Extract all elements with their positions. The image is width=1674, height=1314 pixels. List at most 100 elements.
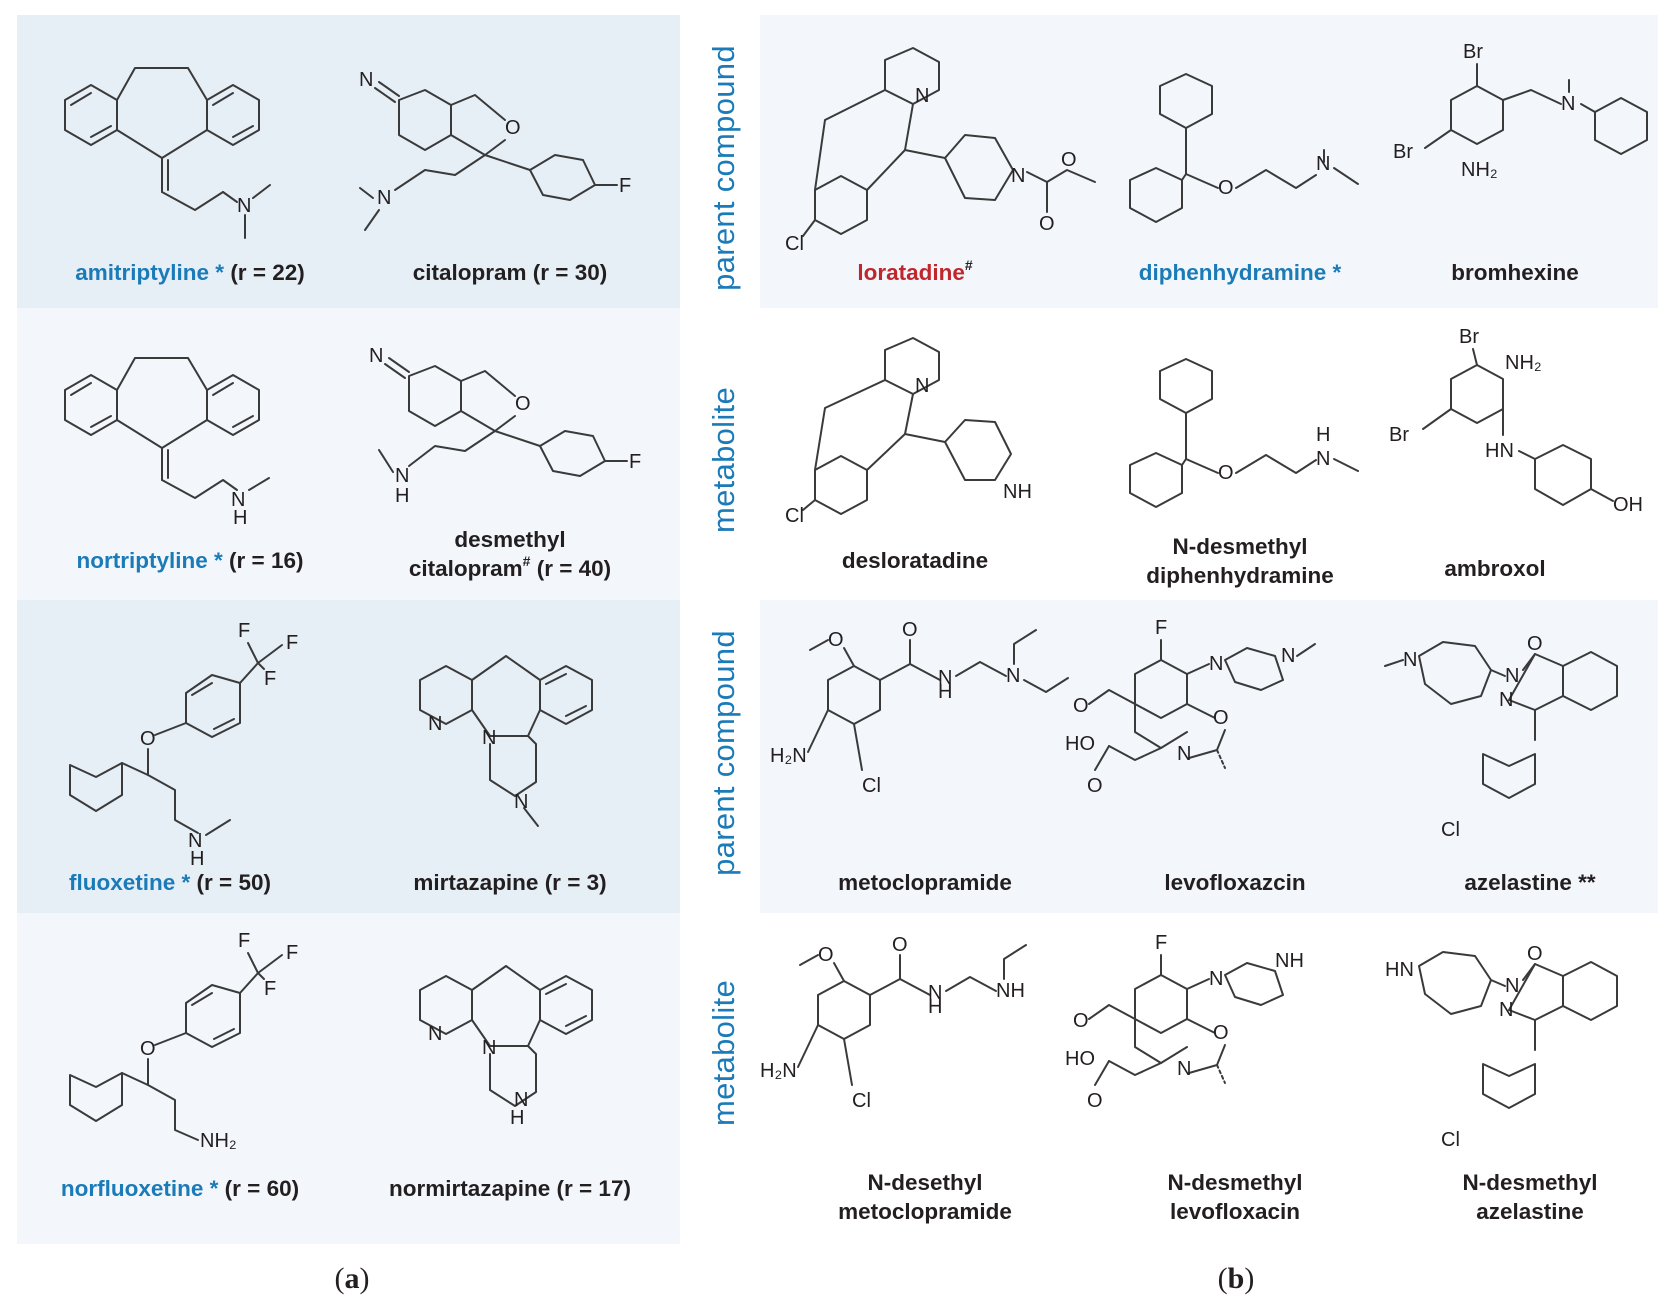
structure-n-desethyl-metoclopramide: O H₂N Cl O H N NH (760, 934, 1070, 1135)
svg-text:O: O (1061, 149, 1077, 171)
caption-desmethyl-citalopram: desmethyl citalopram# (r = 40) (408, 527, 612, 581)
svg-text:HO: HO (1065, 733, 1095, 755)
structure-bromhexine: Br Br NH₂ N (1385, 40, 1655, 240)
svg-text:NH: NH (1003, 481, 1032, 503)
svg-text:F: F (286, 632, 298, 654)
structure-desloratadine: N Cl NH (785, 330, 1065, 530)
svg-text:F: F (1155, 617, 1167, 639)
svg-text:N: N (359, 69, 373, 91)
svg-text:F: F (1155, 932, 1167, 954)
svg-text:N: N (428, 1023, 442, 1045)
svg-text:H: H (190, 848, 204, 870)
caption-metoclopramide: metoclopramide (838, 870, 1012, 895)
svg-text:N: N (395, 465, 409, 487)
structure-n-desmethyl-diphenhydramine: O N H (1120, 355, 1380, 525)
svg-text:H: H (510, 1107, 524, 1129)
svg-text:N: N (1281, 645, 1295, 667)
svg-text:O: O (1218, 462, 1234, 484)
svg-text:NH₂: NH₂ (200, 1130, 237, 1152)
svg-text:O: O (1527, 943, 1543, 965)
svg-text:O: O (1087, 1090, 1103, 1112)
panel-b-row1-band (760, 15, 1658, 308)
structure-azelastine: N N O N Cl (1384, 633, 1655, 860)
svg-text:N: N (1177, 743, 1191, 765)
svg-text:N: N (1011, 165, 1025, 187)
svg-text:N: N (1403, 649, 1417, 671)
svg-text:N: N (428, 713, 442, 735)
structure-levofloxacin: F N N O O N HO O (1065, 617, 1375, 830)
panel-a-row3-band (17, 600, 680, 913)
svg-text:O: O (1218, 177, 1234, 199)
svg-text:Cl: Cl (785, 505, 804, 527)
svg-text:N: N (1561, 93, 1575, 115)
svg-text:O: O (1073, 1010, 1089, 1032)
caption-norfluoxetine: norfluoxetine * (r = 60) (60, 1176, 300, 1201)
svg-text:O: O (828, 629, 844, 651)
structure-normirtazapine: N N H N (410, 950, 650, 1140)
svg-text:O: O (140, 728, 156, 750)
svg-text:N: N (1316, 153, 1330, 175)
svg-text:NH₂: NH₂ (1505, 352, 1542, 374)
svg-text:F: F (619, 175, 631, 197)
svg-text:N: N (1505, 665, 1519, 687)
svg-text:HN: HN (1485, 440, 1514, 462)
svg-text:F: F (264, 668, 276, 690)
svg-text:Cl: Cl (1441, 1129, 1460, 1151)
svg-text:N: N (514, 1089, 528, 1111)
svg-text:F: F (238, 620, 250, 642)
svg-text:O: O (902, 619, 918, 641)
caption-loratadine: loratadine# (857, 257, 973, 285)
svg-text:Cl: Cl (852, 1090, 871, 1112)
svg-text:N: N (377, 187, 391, 209)
structure-ambroxol: Br NH₂ Br HN OH (1385, 325, 1655, 545)
row-label-metabolite-2: metabolite (706, 979, 741, 1127)
structure-desmethyl-citalopram: N O F N H (365, 340, 665, 510)
svg-text:N: N (1177, 1058, 1191, 1080)
svg-text:N: N (1499, 689, 1513, 711)
caption-fluoxetine: fluoxetine * (r = 50) (69, 870, 271, 895)
structure-amitriptyline: N (55, 40, 285, 250)
svg-text:N: N (231, 489, 245, 511)
svg-text:Br: Br (1463, 41, 1483, 63)
svg-text:H: H (233, 507, 247, 529)
row-label-parent-compound-2: parent compound (706, 630, 741, 876)
svg-text:H: H (938, 681, 952, 703)
svg-text:Br: Br (1459, 326, 1479, 348)
svg-text:N: N (482, 727, 496, 749)
svg-text:N: N (928, 982, 942, 1004)
svg-text:N: N (938, 667, 952, 689)
caption-nortriptyline: nortriptyline * (r = 16) (76, 548, 304, 573)
caption-azelastine: azelastine ** (1464, 870, 1596, 895)
svg-text:O: O (505, 117, 521, 139)
svg-text:N: N (188, 830, 202, 852)
svg-text:Br: Br (1393, 141, 1413, 163)
structure-mirtazapine: N N N (410, 640, 650, 830)
svg-text:O: O (892, 934, 908, 956)
panel-a-row4-band (17, 913, 680, 1244)
panel-a-row1-band (17, 15, 680, 308)
row-label-parent-compound-1: parent compound (706, 45, 741, 291)
structure-metoclopramide: O H₂N Cl O H N N (770, 619, 1080, 820)
svg-text:O: O (1213, 1022, 1229, 1044)
caption-bromhexine: bromhexine (1451, 260, 1579, 285)
svg-text:F: F (286, 942, 298, 964)
svg-text:O: O (1087, 775, 1103, 797)
svg-text:H: H (395, 485, 409, 507)
svg-text:O: O (515, 393, 531, 415)
svg-text:O: O (1527, 633, 1543, 655)
svg-text:NH: NH (996, 980, 1025, 1002)
svg-text:O: O (140, 1038, 156, 1060)
structure-loratadine: N Cl N O O (785, 40, 1096, 255)
svg-text:NH₂: NH₂ (1461, 159, 1498, 181)
svg-text:O: O (818, 944, 834, 966)
svg-text:F: F (629, 451, 641, 473)
svg-text:N: N (1499, 999, 1513, 1021)
structure-nortriptyline: N H (55, 330, 285, 529)
svg-text:Br: Br (1389, 424, 1409, 446)
caption-diphenhydramine: diphenhydramine * (1138, 260, 1342, 285)
svg-text:N: N (1209, 653, 1223, 675)
panel-a-row2-band (17, 308, 680, 600)
